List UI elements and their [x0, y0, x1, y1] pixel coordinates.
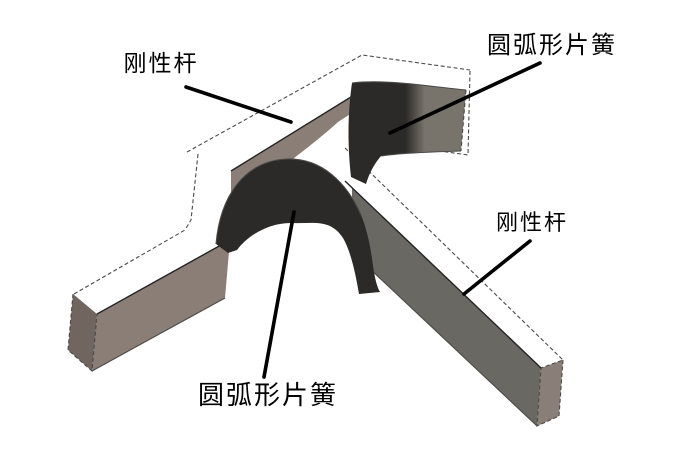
- label-rigid-rod-right: 刚性杆: [496, 210, 568, 235]
- rod-top-face-edge: [230, 83, 373, 172]
- label-rigid-rod-top: 刚性杆: [124, 51, 199, 76]
- rigid-rod-lower-left-arm: [67, 214, 236, 373]
- rod-right-upper-outline: [344, 147, 565, 369]
- arc-center-sheet: [216, 158, 380, 294]
- arc-right-sheet: [348, 81, 466, 184]
- arc-right-bottom-edge: [380, 150, 462, 157]
- arc-leaf-spring-center: [215, 158, 380, 294]
- rod-top-end-cap-outline: [439, 70, 471, 156]
- rod-right-front-bottom-edge: [351, 251, 538, 427]
- leader-arc-spring-right: [388, 61, 542, 135]
- rod-left-front-face: [92, 240, 230, 371]
- rod-top-upper-outline: [186, 54, 471, 153]
- rod-left-front-bottom-edge: [91, 297, 226, 372]
- label-arc-spring-center: 圆弧形片簧: [198, 381, 338, 410]
- rod-left-back-edge: [73, 229, 186, 295]
- leader-rigid-rod-right: [462, 239, 532, 296]
- rod-top-inner-side-face: [231, 84, 372, 233]
- rod-left-white-top-face: [74, 214, 236, 314]
- arc-leaf-spring-right: [348, 81, 467, 184]
- rigid-rod-right-bar: [323, 147, 565, 427]
- rod-right-end-cap-face: [537, 360, 563, 426]
- label-arc-spring-right: 圆弧形片簧: [487, 32, 617, 59]
- rod-right-white-top-face: [323, 148, 563, 368]
- rod-left-face-edge: [96, 239, 231, 315]
- rod-left-cap-edges: [67, 293, 98, 373]
- leader-rigid-rod-top: [184, 85, 293, 124]
- leader-arc-spring-center: [262, 210, 296, 379]
- arc-right-outer-edge: [351, 81, 467, 91]
- rod-right-front-face: [352, 188, 541, 426]
- arc-center-outer-edge: [215, 158, 362, 245]
- rod-right-face-edge: [344, 180, 542, 369]
- arc-right-end-edge: [460, 89, 467, 152]
- rod-top-crank-outline: [184, 153, 199, 231]
- rod-right-cap-edges: [536, 359, 564, 427]
- rod-left-end-cap-face: [68, 294, 97, 371]
